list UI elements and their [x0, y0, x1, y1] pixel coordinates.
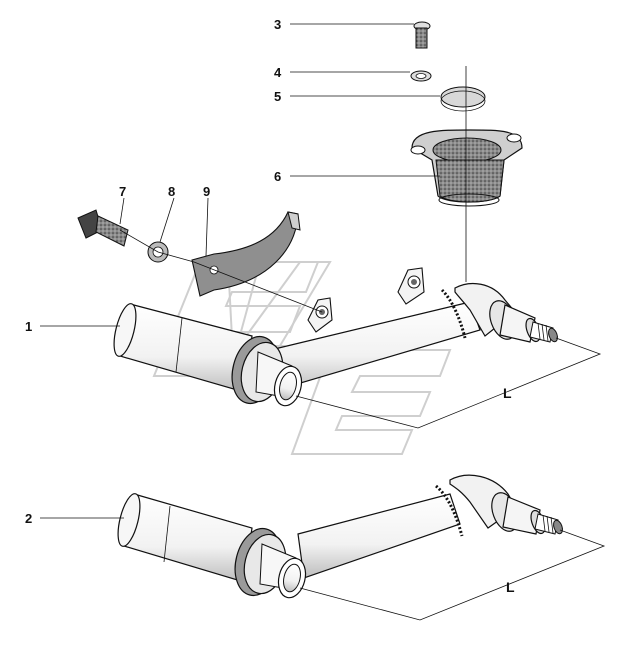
clip-part-9	[191, 211, 301, 297]
pipe-assembly-part-2	[117, 474, 563, 599]
washer-part-4	[410, 70, 432, 82]
dimension-label-part-2: L	[506, 579, 515, 595]
callout-5: 5	[274, 89, 281, 104]
callout-6: 6	[274, 169, 281, 184]
callout-7: 7	[119, 184, 126, 199]
dimension-lines	[295, 337, 606, 621]
callout-8: 8	[168, 184, 175, 199]
filter-disc-part-5	[440, 86, 486, 112]
screw-part-3	[413, 21, 431, 49]
callout-2: 2	[25, 511, 32, 526]
callout-3: 3	[274, 17, 281, 32]
callout-9: 9	[203, 184, 210, 199]
pipe-assembly-part-1	[113, 267, 558, 407]
assembly-lines	[119, 66, 467, 313]
callout-1: 1	[25, 319, 32, 334]
bolt-part-7	[77, 209, 129, 247]
leader-lines	[40, 23, 440, 519]
dimension-label-part-1: L	[503, 385, 512, 401]
callout-labels: 1 2 3 4 5 6 7 8 9 L L	[25, 17, 515, 595]
callout-4: 4	[274, 65, 282, 80]
housing-part-6	[410, 129, 523, 207]
